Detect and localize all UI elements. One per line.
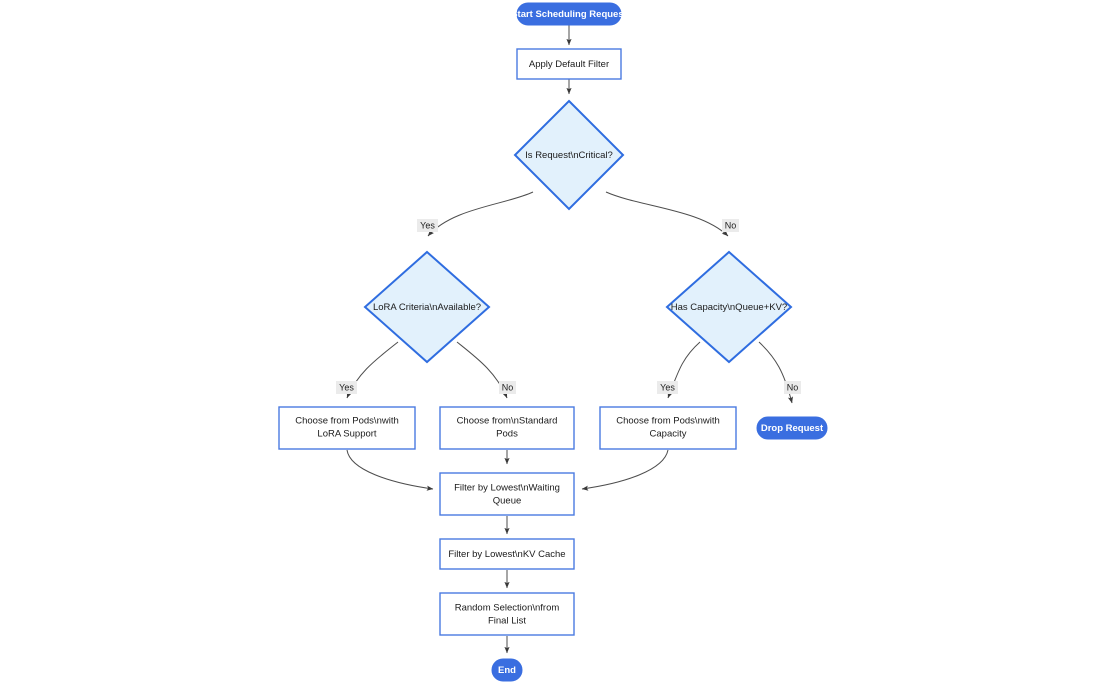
edge-label-lora-yes-text: Yes: [339, 382, 354, 392]
cap-pods-label-line2: Capacity: [650, 429, 687, 440]
edge-label-lora-yes-bg: [336, 381, 357, 394]
node-choose-lora-pods[interactable]: Choose from Pods\nwith LoRA Support: [278, 406, 416, 450]
filter-kv-label: Filter by Lowest\nKV Cache: [448, 549, 565, 560]
edge-capacity-to-drop: [758, 341, 793, 404]
edge-label-capacity-yes-bg: [657, 381, 678, 394]
filter-kv-rect-shape: [439, 538, 575, 570]
edge-critical-to-capacity: [605, 191, 729, 237]
node-apply-default-filter[interactable]: Apply Default Filter: [516, 48, 622, 80]
lora-pods-label-line1: Choose from Pods\nwith: [295, 416, 399, 427]
drop-pill-shape: [756, 416, 828, 440]
node-random-selection[interactable]: Random Selection\nfrom Final List: [439, 592, 575, 636]
node-has-capacity[interactable]: Has Capacity\nQueue+KV?: [665, 250, 793, 364]
node-filter-kv-cache[interactable]: Filter by Lowest\nKV Cache: [439, 538, 575, 570]
cap-pods-rect-shape: [599, 406, 737, 450]
start-label: Start Scheduling Request: [511, 9, 627, 20]
std-pods-label-line2: Pods: [496, 429, 518, 440]
cap-pods-label-line1: Choose from Pods\nwith: [616, 416, 720, 427]
random-label-line2: Final List: [488, 616, 526, 627]
node-start[interactable]: Start Scheduling Request: [511, 2, 628, 26]
edge-label-capacity-no: No: [784, 381, 801, 394]
lora-pods-label-line2: LoRA Support: [317, 429, 377, 440]
edge-label-critical-yes-text: Yes: [420, 220, 435, 230]
edge-label-critical-no: No: [722, 219, 739, 232]
std-pods-label-line1: Choose from\nStandard: [457, 416, 558, 427]
edge-label-capacity-no-bg: [784, 381, 801, 394]
edge-label-critical-yes-bg: [417, 219, 438, 232]
edge-label-layer: Yes No Yes No Yes No: [336, 219, 801, 394]
lora-pods-rect-shape: [278, 406, 416, 450]
capacity-diamond-shape: [665, 250, 793, 364]
edge-label-capacity-yes-text: Yes: [660, 382, 675, 392]
node-end[interactable]: End: [491, 658, 523, 682]
filter-queue-label-line2: Queue: [493, 496, 522, 507]
std-pods-rect-shape: [439, 406, 575, 450]
node-filter-waiting-queue[interactable]: Filter by Lowest\nWaiting Queue: [439, 472, 575, 516]
drop-label: Drop Request: [761, 423, 824, 434]
edge-label-lora-yes: Yes: [336, 381, 357, 394]
node-lora-criteria-available[interactable]: LoRA Criteria\nAvailable?: [363, 250, 491, 364]
edge-label-critical-no-bg: [722, 219, 739, 232]
edge-label-lora-no-text: No: [502, 382, 514, 392]
end-pill-shape: [491, 658, 523, 682]
edge-layer: [346, 25, 793, 654]
edge-label-lora-no-bg: [499, 381, 516, 394]
apply-rect-shape: [516, 48, 622, 80]
node-choose-capacity-pods[interactable]: Choose from Pods\nwith Capacity: [599, 406, 737, 450]
lora-diamond-shape: [363, 250, 491, 364]
start-pill-shape: [516, 2, 622, 26]
node-drop-request[interactable]: Drop Request: [756, 416, 828, 440]
edge-label-capacity-no-text: No: [787, 382, 799, 392]
apply-label: Apply Default Filter: [529, 59, 609, 70]
edge-label-critical-yes: Yes: [417, 219, 438, 232]
edge-label-capacity-yes: Yes: [657, 381, 678, 394]
capacity-label: Has Capacity\nQueue+KV?: [671, 302, 787, 313]
edge-lorapods-to-filterqueue: [346, 449, 434, 491]
random-label-line1: Random Selection\nfrom: [455, 603, 560, 614]
edge-label-critical-no-text: No: [725, 220, 737, 230]
critical-label: Is Request\nCritical?: [525, 150, 613, 161]
filter-queue-rect-shape: [439, 472, 575, 516]
random-rect-shape: [439, 592, 575, 636]
critical-diamond-shape: [513, 99, 625, 211]
filter-queue-label-line1: Filter by Lowest\nWaiting: [454, 483, 560, 494]
edge-cappods-to-filterqueue: [581, 449, 669, 491]
edge-critical-to-lora: [427, 191, 534, 237]
node-choose-standard-pods[interactable]: Choose from\nStandard Pods: [439, 406, 575, 450]
edge-label-lora-no: No: [499, 381, 516, 394]
lora-label: LoRA Criteria\nAvailable?: [373, 302, 481, 313]
end-label: End: [498, 665, 516, 676]
node-is-request-critical[interactable]: Is Request\nCritical?: [513, 99, 625, 211]
